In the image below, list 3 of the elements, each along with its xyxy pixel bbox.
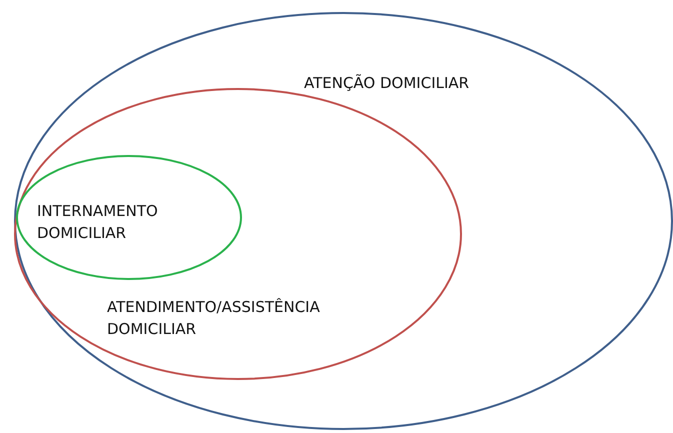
set-label: ATENDIMENTO/ASSISTÊNCIA DOMICILIAR <box>107 297 321 340</box>
set-label: ATENÇÃO DOMICILIAR <box>304 73 470 94</box>
set-label: INTERNAMENTO DOMICILIAR <box>37 201 159 244</box>
